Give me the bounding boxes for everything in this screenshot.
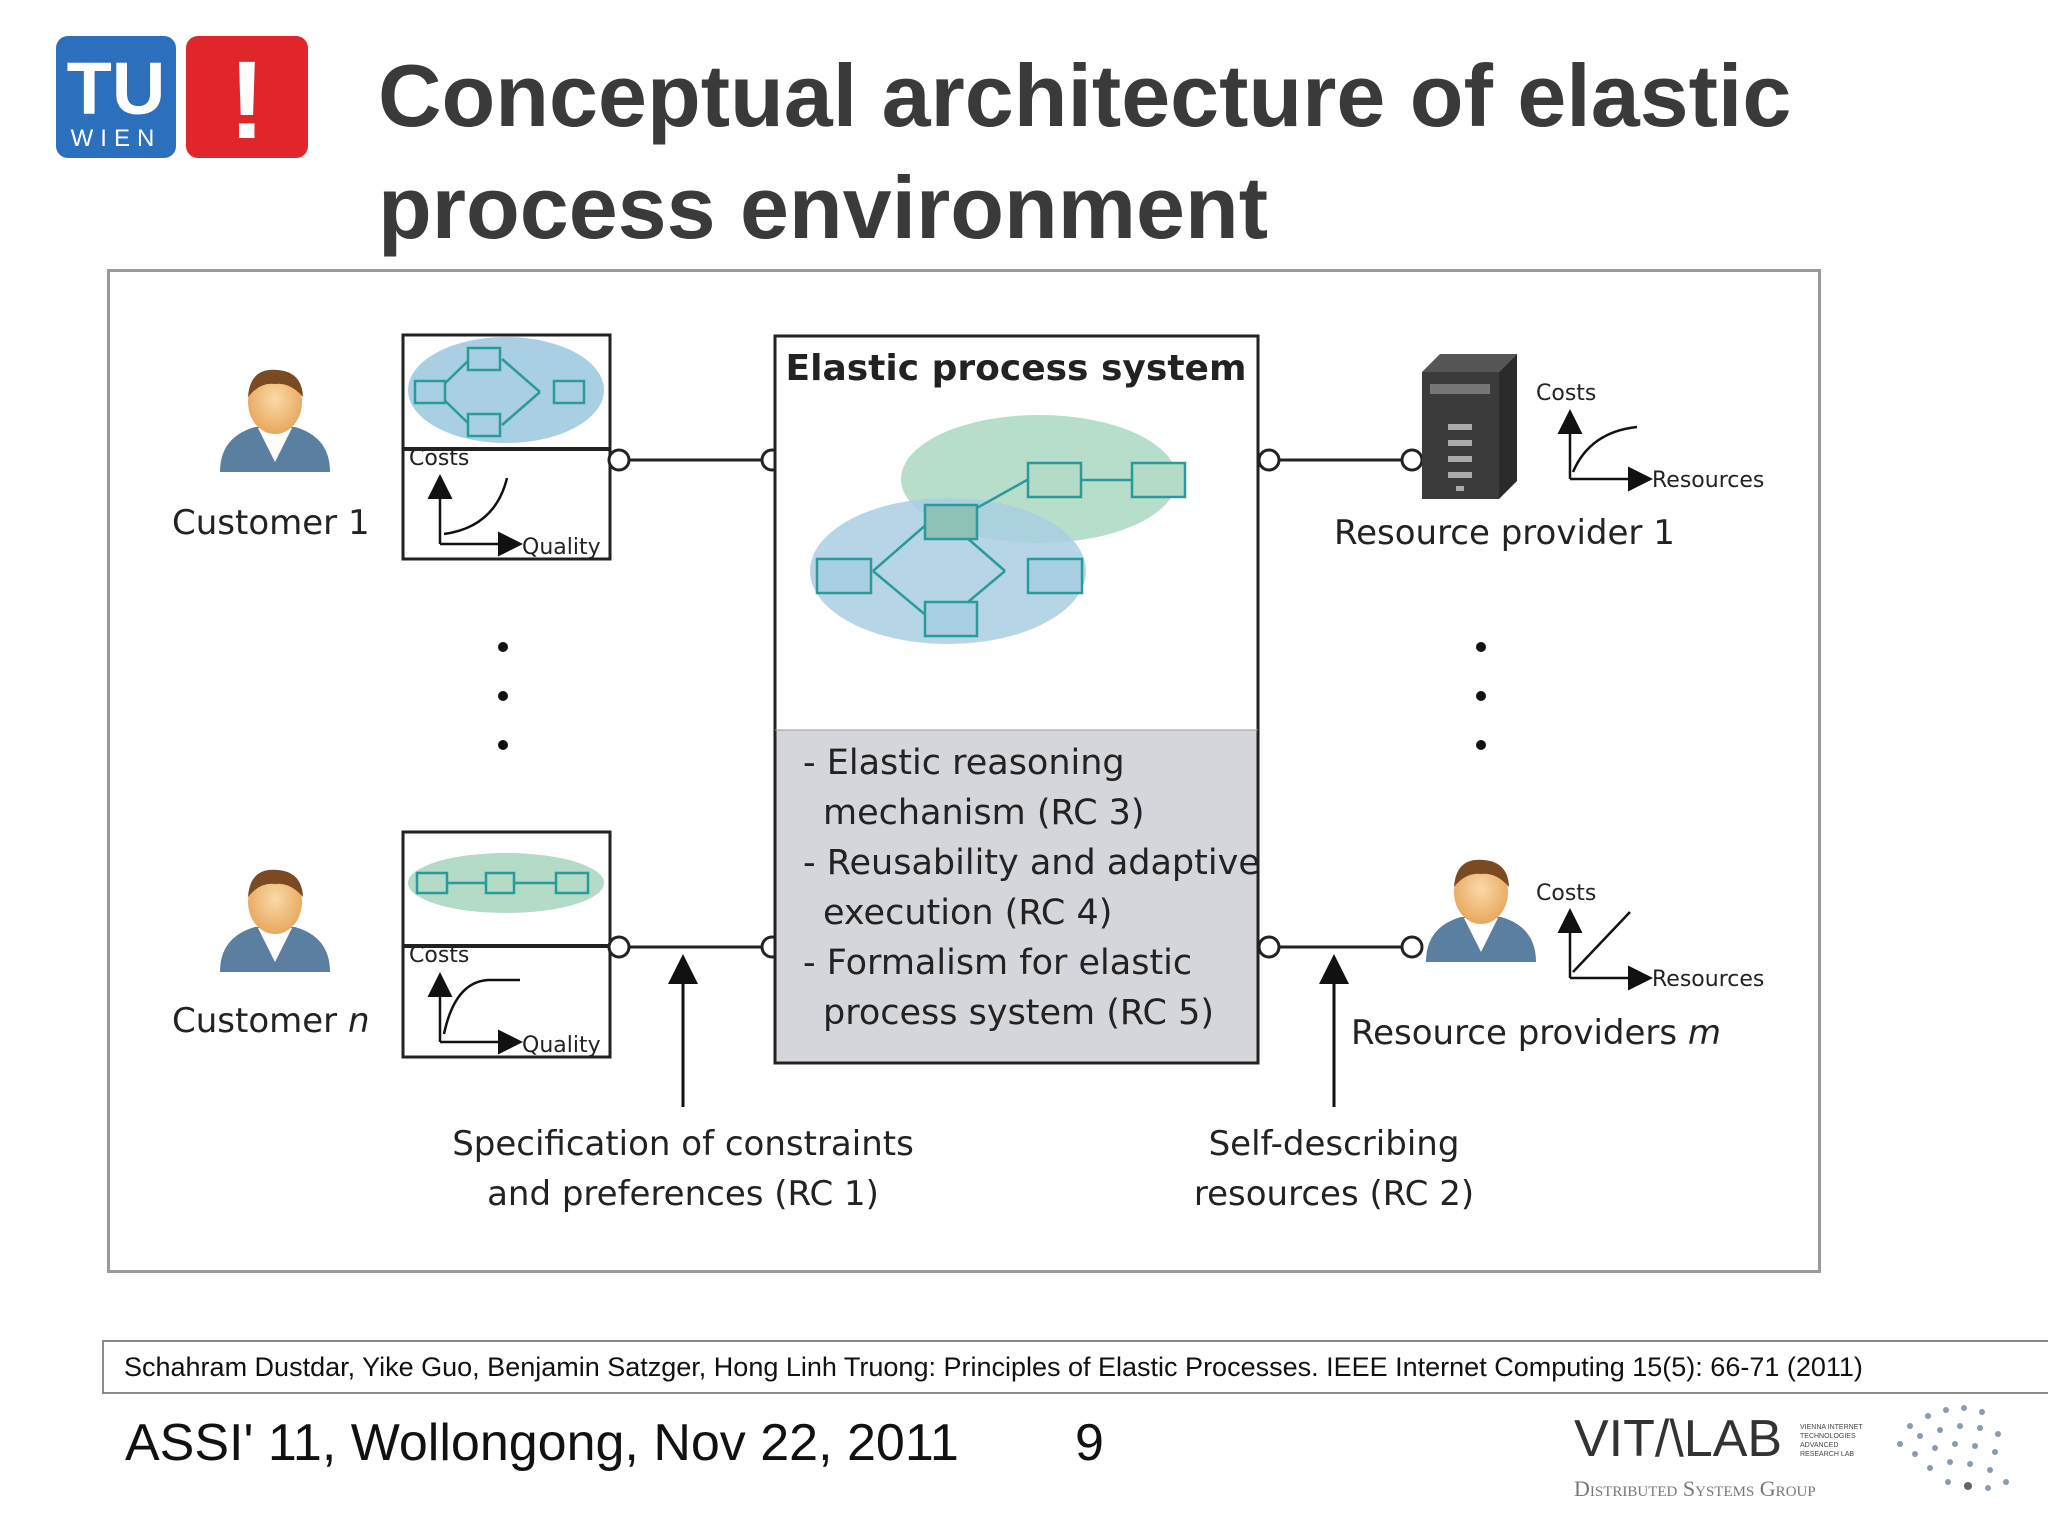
slide-title-line1: Conceptual architecture of elastic: [378, 46, 1792, 145]
resource-providers-m-text: Resource providers: [1351, 1013, 1688, 1053]
elastic-process-system-box: Elastic process system - Elastic reasoni…: [773, 334, 1260, 1065]
resource-providers-m-italic: m: [1688, 1013, 1721, 1053]
exclamation-logo-mark: !: [229, 39, 266, 160]
reasoning-line-1: - Elastic reasoning: [803, 743, 1125, 783]
reasoning-line-6: process system (RC 5): [823, 993, 1214, 1033]
constraints-label-line2: and preferences (RC 1): [487, 1174, 879, 1214]
customer-n-costs-label: Costs: [409, 943, 469, 968]
provider-m-costs-label: Costs: [1536, 881, 1596, 906]
resource-provider-m-avatar: [1426, 859, 1536, 962]
customer-1-connector: [607, 448, 784, 472]
server-icon: [1422, 354, 1517, 499]
citation-box: Schahram Dustdar, Yike Guo, Benjamin Sat…: [102, 1340, 2048, 1394]
constraints-label-line1: Specification of constraints: [452, 1124, 914, 1164]
provider-m-resources-label: Resources: [1652, 967, 1764, 992]
wien-logo-text: WIEN: [71, 125, 162, 152]
customer-1-workflow-box: Costs Quality: [401, 333, 612, 561]
customer-1-avatar: [220, 369, 330, 472]
resource-provider-1-connector: [1257, 448, 1424, 472]
resource-providers-m-connector: [1257, 935, 1424, 959]
resource-providers-m-label: Resource providers m: [1351, 1013, 1721, 1053]
vitalab-sub-2: TECHNOLOGIES: [1800, 1433, 1856, 1440]
provider-1-costs-label: Costs: [1536, 381, 1596, 406]
tu-logo-text: TU: [67, 47, 166, 130]
vitalab-sub-3: ADVANCED: [1800, 1442, 1838, 1449]
customer-n-quality-label: Quality: [522, 1033, 601, 1058]
reasoning-line-4: execution (RC 4): [823, 893, 1112, 933]
page-number: 9: [1075, 1414, 1104, 1472]
slide-title-line2: process environment: [378, 158, 1269, 257]
vitalab-logo: VIT/\LAB VIENNA INTERNET TECHNOLOGIES AD…: [1574, 1405, 2009, 1501]
resource-provider-1-graph: Costs Resources: [1536, 381, 1764, 493]
architecture-diagram: Customer 1 Costs Quality: [107, 269, 1821, 1273]
customer-1-label: Customer 1: [172, 503, 370, 543]
resource-provider-1-label: Resource provider 1: [1334, 513, 1675, 553]
tu-wien-logo: TU WIEN !: [56, 36, 308, 160]
self-describing-label-line1: Self-describing: [1209, 1124, 1460, 1164]
customer-n-label: Customer n: [172, 1001, 370, 1041]
event-info: ASSI' 11, Wollongong, Nov 22, 2011: [125, 1414, 959, 1472]
distributed-systems-group: Distributed Systems Group: [1574, 1476, 1816, 1501]
customer-ellipsis-dots: [498, 642, 508, 750]
provider-ellipsis-dots: [1476, 642, 1486, 750]
provider-1-resources-label: Resources: [1652, 468, 1764, 493]
customer-n-avatar: [220, 869, 330, 972]
slide-title: Conceptual architecture of elastic proce…: [378, 40, 1978, 264]
vitalab-sub-4: RESEARCH LAB: [1800, 1451, 1854, 1458]
dots-graphic-icon: [1897, 1405, 2009, 1491]
self-describing-label-line2: resources (RC 2): [1194, 1174, 1474, 1214]
reasoning-line-5: - Formalism for elastic: [803, 943, 1192, 983]
vitalab-sub-1: VIENNA INTERNET: [1800, 1424, 1863, 1431]
system-title: Elastic process system: [786, 348, 1247, 389]
vitalab-wordmark: VIT/\LAB: [1574, 1410, 1782, 1468]
customer-1-quality-label: Quality: [522, 535, 601, 560]
reasoning-line-2: mechanism (RC 3): [823, 793, 1145, 833]
resource-providers-m-graph: Costs Resources: [1536, 881, 1764, 992]
customer-n-italic: n: [348, 1001, 370, 1041]
customer-n-workflow-box: Costs Quality: [401, 830, 612, 1059]
customer-n-text: Customer: [172, 1001, 348, 1041]
reasoning-line-3: - Reusability and adaptive: [803, 843, 1260, 883]
customer-n-connector: [607, 935, 784, 959]
customer-1-costs-label: Costs: [409, 446, 469, 471]
